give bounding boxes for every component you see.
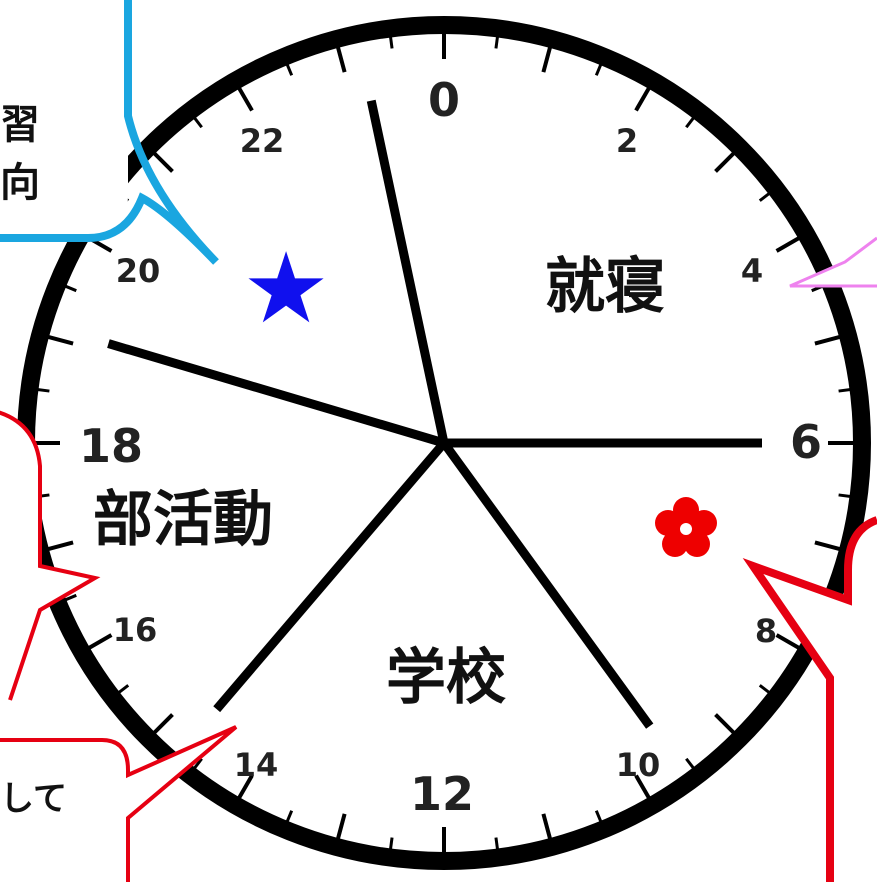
clock-tick: [714, 148, 739, 173]
clock-tick: [634, 774, 653, 803]
clock-tick: [775, 234, 804, 253]
segment-label-sleep: 就寝: [545, 252, 665, 322]
clock-tick: [594, 59, 604, 76]
segment-dividers: [107, 99, 762, 729]
segment-divider-line: [366, 99, 449, 444]
hour-label-0: 0: [428, 73, 460, 127]
clock-tick: [634, 83, 653, 112]
clock-tick: [714, 713, 739, 738]
clock-tick: [43, 540, 74, 553]
clock-tick: [758, 684, 774, 697]
clock-tick: [814, 540, 845, 553]
hour-label-20: 20: [116, 252, 161, 290]
hour-label-16: 16: [113, 611, 158, 649]
speech-bubble-bottom-left: [0, 727, 236, 882]
hour-label-2: 2: [616, 122, 638, 160]
clock-tick: [190, 757, 203, 773]
hour-label-18: 18: [79, 419, 143, 473]
hour-label-14: 14: [234, 746, 279, 784]
bubble-top-left-line1: 習: [0, 102, 40, 148]
clock-tick: [284, 59, 294, 76]
clock-tick: [494, 837, 500, 854]
speech-bubble-bottom-right-outline: [742, 516, 877, 882]
clock-tick: [334, 42, 347, 73]
speech-bubble-bottom-left-outline: [0, 725, 238, 882]
hour-label-4: 4: [741, 252, 763, 290]
clock-tick: [541, 813, 554, 844]
hour-label-6: 6: [790, 415, 822, 469]
star-marker: ★: [242, 232, 330, 346]
clock-tick: [235, 774, 254, 803]
clock-tick: [149, 148, 174, 173]
clock-tick: [114, 684, 130, 697]
clock-tick: [84, 633, 113, 652]
clock-tick: [541, 42, 554, 73]
bubble-top-left-line2: 向: [0, 160, 40, 206]
clock-tick: [60, 283, 77, 293]
speech-bubble-top-left: [0, 0, 128, 238]
hour-label-12: 12: [410, 767, 474, 821]
clock-tick: [235, 83, 254, 112]
speech-bubble-left: [0, 412, 95, 700]
clock-tick: [60, 593, 77, 603]
flower-marker: [655, 497, 717, 557]
clock-tick: [775, 633, 804, 652]
clock-tick: [284, 810, 294, 827]
clock-tick: [43, 333, 74, 346]
clock-tick: [594, 810, 604, 827]
speech-bubble-right: [790, 240, 877, 286]
clock-ticks: [30, 29, 858, 857]
clock-tick: [758, 189, 774, 202]
clock-tick: [388, 837, 394, 854]
hour-label-22: 22: [240, 122, 285, 160]
hour-label-10: 10: [616, 746, 661, 784]
clock-tick: [685, 757, 698, 773]
segment-divider-line: [213, 440, 448, 713]
hour-label-8: 8: [755, 612, 777, 650]
segment-divider-line: [440, 440, 654, 729]
segment-divider-line: [107, 339, 446, 448]
speech-bubble-right-outline: [789, 236, 877, 288]
segment-label-club: 部活動: [93, 485, 273, 555]
clock-tick: [838, 493, 855, 499]
speech-bubble-left-outline: [0, 410, 101, 701]
clock-tick: [190, 113, 203, 129]
segment-label-school: 学校: [386, 643, 506, 713]
bubble-bottom-left-text: して: [0, 779, 67, 819]
speech-bubble-top-left-outline: [0, 0, 219, 265]
clock-tick: [388, 32, 394, 49]
clock-tick: [334, 813, 347, 844]
clock-tick: [33, 387, 50, 393]
clock-tick: [685, 113, 698, 129]
clock-tick: [838, 387, 855, 393]
clock-tick: [494, 32, 500, 49]
clock-tick: [149, 713, 174, 738]
clock-tick: [814, 333, 845, 346]
